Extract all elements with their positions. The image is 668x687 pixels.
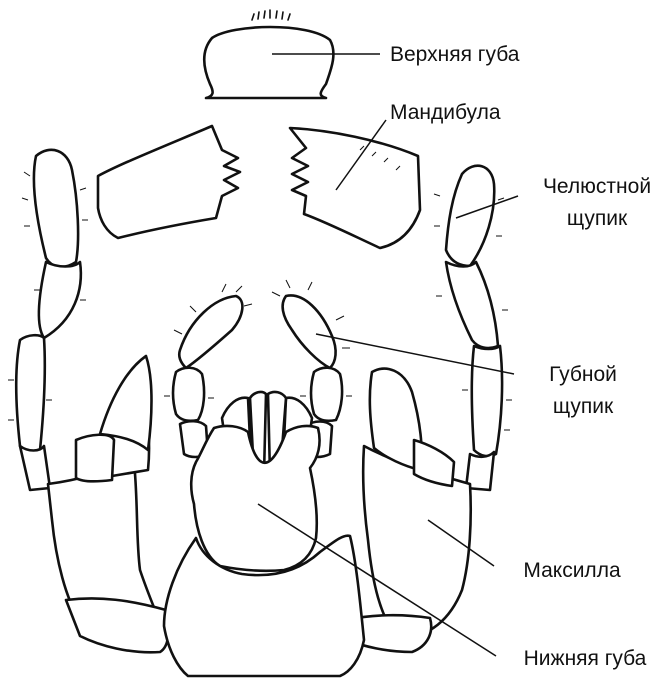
label-labrum: Верхняя губа <box>390 43 520 66</box>
left-mandible-drawing <box>98 126 240 238</box>
label-labium: Нижняя губа <box>524 647 647 670</box>
label-maxillary-palp-line2: щупик <box>567 207 628 230</box>
right-maxilla-drawing <box>348 369 471 652</box>
left-maxilla-drawing <box>48 356 168 652</box>
label-maxillary-palp-line1: Челюстной <box>543 175 651 198</box>
right-mandible-drawing <box>290 128 420 248</box>
label-labial-palp-line2: щупик <box>553 395 614 418</box>
label-labial-palp-line1: Губной <box>549 363 617 386</box>
right-maxillary-palp-drawing <box>434 166 512 490</box>
label-maxilla: Максилла <box>523 559 621 582</box>
label-mandible: Мандибула <box>390 101 501 124</box>
